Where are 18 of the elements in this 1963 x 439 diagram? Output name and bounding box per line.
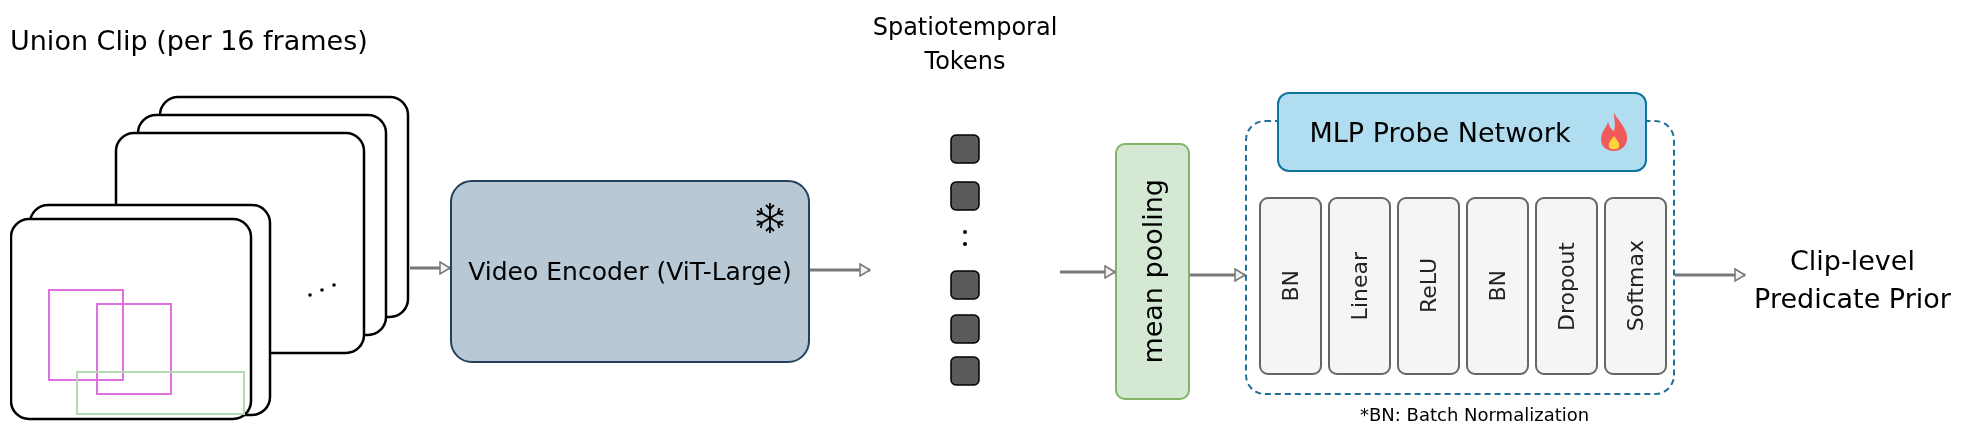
layer-label: ReLU bbox=[1416, 258, 1441, 314]
arrow bbox=[810, 263, 871, 277]
footnote: *BN: Batch Normalization bbox=[1360, 404, 1590, 425]
encoder-label: Video Encoder (ViT-Large) bbox=[468, 257, 792, 286]
network-title: MLP Probe Network bbox=[1309, 116, 1571, 148]
layer-label: Softmax bbox=[1623, 240, 1648, 332]
arrow bbox=[1675, 268, 1746, 282]
output-label: Clip-level Predicate Prior bbox=[1753, 244, 1952, 316]
layer-label: Dropout bbox=[1554, 241, 1579, 331]
layer-label: Linear bbox=[1347, 251, 1372, 321]
arrow bbox=[410, 261, 451, 275]
layer-label: BN bbox=[1485, 270, 1510, 302]
arrow bbox=[1060, 265, 1116, 279]
layer-label: BN bbox=[1278, 270, 1303, 302]
arrow bbox=[1190, 268, 1246, 282]
tokens-heading: Spatiotemporal Tokens bbox=[871, 12, 1059, 77]
clip-heading: Union Clip (per 16 frames) bbox=[10, 25, 368, 56]
pooling-label: mean pooling bbox=[1137, 179, 1168, 364]
